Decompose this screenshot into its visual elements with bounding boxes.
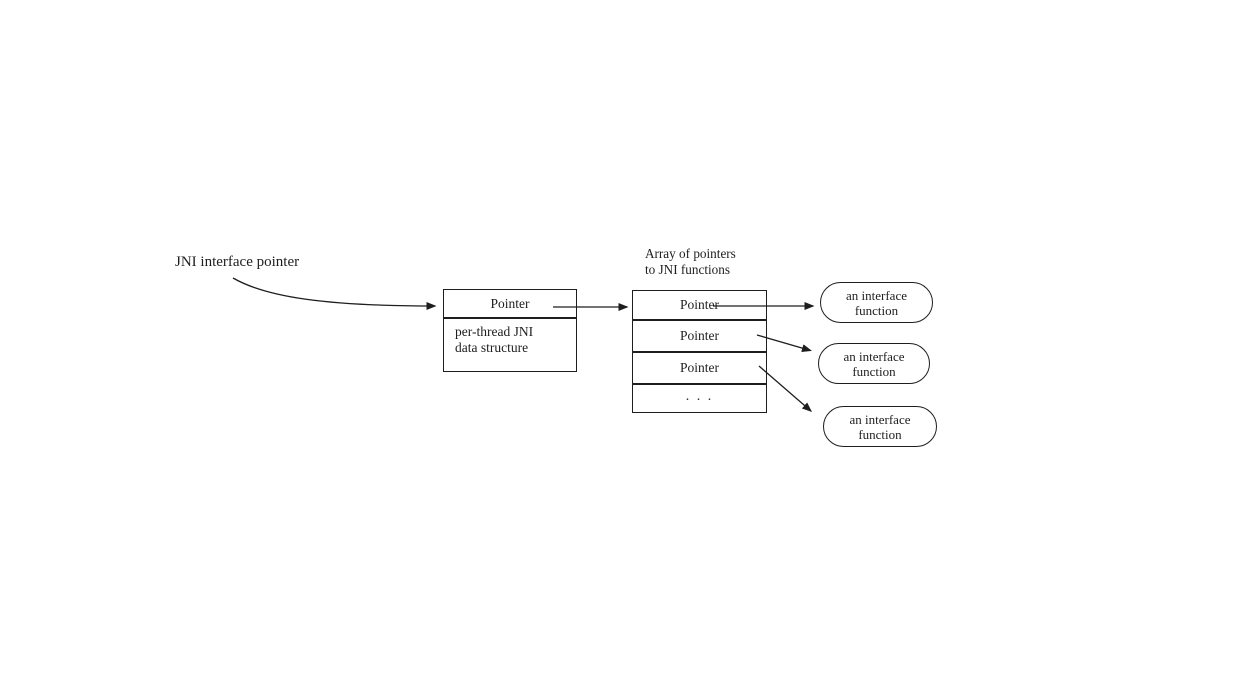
array-label-line2: to JNI functions	[645, 262, 730, 277]
pointer-array-row-1: Pointer	[680, 297, 719, 312]
pointer-array-row-3: Pointer	[633, 351, 766, 383]
thread-box-body: per-thread JNI data structure	[444, 319, 576, 370]
interface-function-pill-1: an interface function	[820, 282, 933, 323]
pointer-array-row-2: Pointer	[633, 319, 766, 351]
pointer-array-ellipsis-row: . . .	[633, 383, 766, 412]
interface-function-pill-3: an interface function	[823, 406, 937, 447]
per-thread-jni-box: Pointer per-thread JNI data structure	[443, 289, 577, 372]
jni-interface-pointer-label: JNI interface pointer	[175, 254, 300, 270]
interface-function-label-2: an interface function	[843, 348, 905, 379]
array-label-line1: Array of pointers	[645, 246, 736, 261]
arrow-array-row3-to-function3	[758, 365, 813, 412]
pointer-array-box: Pointer Pointer Pointer . . .	[632, 290, 767, 413]
interface-function-label-3: an interface function	[849, 411, 911, 442]
thread-box-body-line2: data structure	[455, 340, 529, 355]
interface-function-label-1: an interface function	[846, 287, 907, 318]
thread-box-body-line1: per-thread JNI	[455, 324, 534, 339]
thread-box-pointer-cell: Pointer	[444, 290, 576, 319]
arrow-array-row2-to-function2	[756, 334, 812, 352]
array-of-pointers-label: Array of pointers to JNI functions	[645, 246, 736, 278]
interface-function-pill-2: an interface function	[818, 343, 930, 384]
curved-arrow-jni-label-to-thread-box	[232, 277, 437, 310]
